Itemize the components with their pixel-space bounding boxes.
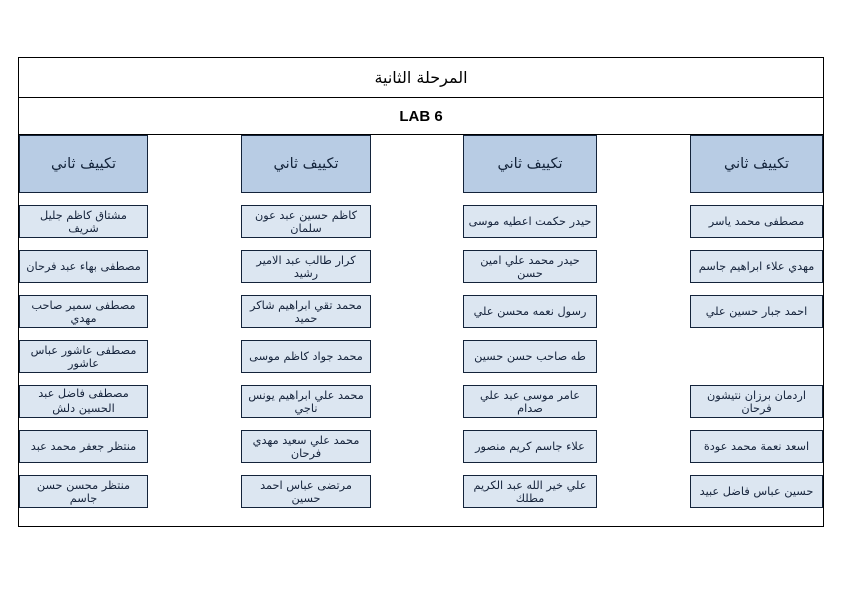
student-column-4: تكييف ثاني مصطفى محمد ياسر مهدي علاء ابر… — [690, 135, 823, 520]
student-column-3: تكييف ثاني حيدر حكمت اعطيه موسى حيدر محم… — [463, 135, 597, 520]
table-row: مهدي علاء ابراهيم جاسم — [690, 250, 823, 283]
table-row: حيدر محمد علي امين حسن — [463, 250, 597, 283]
table-row: احمد جبار حسين علي — [690, 295, 823, 328]
table-row: علي خير الله عبد الكريم مطلك — [463, 475, 597, 508]
table-row: مصطفى عاشور عباس عاشور — [19, 340, 148, 373]
lab-title-band: LAB 6 — [19, 98, 823, 135]
table-row: مشتاق كاظم جليل شريف — [19, 205, 148, 238]
table-row: طه صاحب حسن حسين — [463, 340, 597, 373]
table-row: مصطفى سمير صاحب مهدي — [19, 295, 148, 328]
table-row: مصطفى محمد ياسر — [690, 205, 823, 238]
table-row: حيدر حكمت اعطيه موسى — [463, 205, 597, 238]
table-row: محمد جواد كاظم موسى — [241, 340, 371, 373]
student-column-2: تكييف ثاني كاظم حسين عبد عون سلمان كرار … — [241, 135, 371, 520]
column-header-1: تكييف ثاني — [19, 135, 148, 193]
table-row: منتظر جعفر محمد عبد — [19, 430, 148, 463]
table-row: حسين عباس فاضل عبيد — [690, 475, 823, 508]
table-row: مصطفى بهاء عبد فرحان — [19, 250, 148, 283]
table-row: مصطفى فاضل عبد الحسين دلش — [19, 385, 148, 418]
document-title-band: المرحلة الثانية — [19, 58, 823, 98]
table-row: رسول نعمه محسن علي — [463, 295, 597, 328]
table-row: علاء جاسم كريم منصور — [463, 430, 597, 463]
table-row: اسعد نعمة محمد عودة — [690, 430, 823, 463]
table-row: محمد علي ابراهيم يونس ناجي — [241, 385, 371, 418]
table-row: كاظم حسين عبد عون سلمان — [241, 205, 371, 238]
table-row: اردمان برزان نتيشون فرحان — [690, 385, 823, 418]
table-row: منتظر محسن حسن جاسم — [19, 475, 148, 508]
table-row: كرار طالب عبد الامير رشيد — [241, 250, 371, 283]
table-row-empty — [690, 340, 823, 373]
table-row: محمد علي سعيد مهدي فرحان — [241, 430, 371, 463]
table-row: محمد تقي ابراهيم شاكر حميد — [241, 295, 371, 328]
table-row: عامر موسى عبد علي صدام — [463, 385, 597, 418]
column-header-4: تكييف ثاني — [690, 135, 823, 193]
column-header-2: تكييف ثاني — [241, 135, 371, 193]
lab-subtitle: LAB 6 — [399, 107, 443, 125]
document-frame: المرحلة الثانية LAB 6 تكييف ثاني مشتاق ك… — [18, 57, 824, 527]
page-title: المرحلة الثانية — [374, 67, 468, 87]
table-row: مرتضى عباس احمد حسين — [241, 475, 371, 508]
columns-area: تكييف ثاني مشتاق كاظم جليل شريف مصطفى به… — [19, 135, 823, 526]
student-column-1: تكييف ثاني مشتاق كاظم جليل شريف مصطفى به… — [19, 135, 148, 520]
column-header-3: تكييف ثاني — [463, 135, 597, 193]
